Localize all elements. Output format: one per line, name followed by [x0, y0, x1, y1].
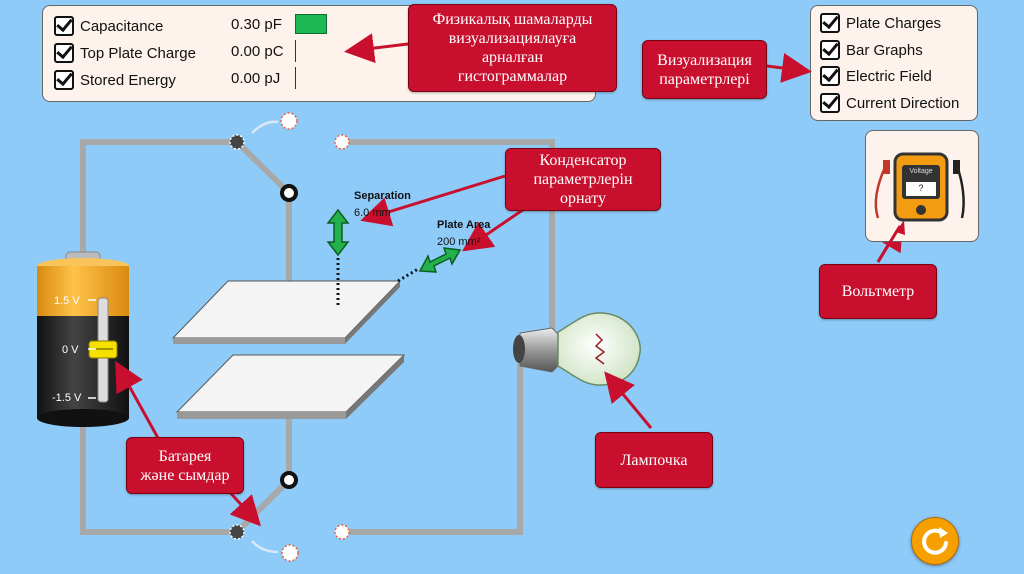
electric-field-option[interactable]: Electric Field — [820, 66, 932, 86]
switch-contact-bottom — [280, 471, 298, 489]
battery-label-mid: 0 V — [62, 344, 79, 356]
top-plate-charge-row[interactable]: Top Plate Charge — [54, 43, 196, 63]
checkbox-icon[interactable] — [820, 93, 840, 113]
bar-graphs-option[interactable]: Bar Graphs — [820, 40, 923, 60]
separation-arrow-icon[interactable] — [326, 208, 350, 257]
voltmeter-reading: ? — [918, 183, 924, 193]
top-plate — [171, 280, 402, 344]
voltmeter-toolbox[interactable] — [865, 130, 979, 242]
stored-energy-bar — [295, 67, 296, 89]
plate-area-arrow-icon[interactable] — [418, 247, 462, 273]
top-plate-charge-bar — [295, 40, 296, 62]
voltmeter-callout: Вольтметр — [819, 264, 937, 319]
bulb-callout: Лампочка — [595, 432, 713, 488]
stored-energy-value: 0.00 pJ — [231, 70, 281, 87]
separation-value: 6.0 mm — [354, 207, 391, 219]
reset-icon — [922, 527, 948, 555]
battery-label-bottom: -1.5 V — [52, 392, 82, 404]
capacitance-value: 0.30 pF — [231, 16, 282, 33]
capacitance-label: Capacitance — [80, 17, 164, 35]
current-direction-option[interactable]: Current Direction — [820, 93, 959, 113]
plate-area-label: Plate Area — [437, 219, 491, 231]
battery-label-top: 1.5 V — [54, 295, 80, 307]
plate-area-value: 200 mm² — [437, 236, 481, 248]
top-plate-charge-value: 0.00 pC — [231, 43, 284, 60]
checkbox-icon[interactable] — [820, 13, 840, 33]
plate-charges-option[interactable]: Plate Charges — [820, 13, 941, 33]
light-bulb — [513, 312, 641, 386]
checkbox-icon[interactable] — [54, 43, 74, 63]
plate-area-dotted-line — [397, 267, 419, 283]
bottom-plate — [175, 354, 406, 419]
switch-toggle-arrow-bottom — [251, 540, 279, 554]
reset-button[interactable] — [911, 517, 959, 565]
capacitance-bar — [295, 14, 327, 34]
visualization-callout: Визуализация параметрлері — [642, 40, 767, 99]
switch-contact-top — [280, 184, 298, 202]
checkbox-icon[interactable] — [820, 66, 840, 86]
separation-label: Separation — [354, 190, 411, 202]
switch-pivot-top — [229, 134, 245, 150]
top-plate-charge-label: Top Plate Charge — [80, 44, 196, 62]
stored-energy-label: Stored Energy — [80, 71, 176, 89]
checkbox-icon[interactable] — [54, 70, 74, 90]
battery-callout: Батарея және сымдар — [126, 437, 244, 494]
voltmeter-title: Voltage — [909, 168, 933, 175]
capacitance-row[interactable]: Capacitance — [54, 16, 163, 36]
capacitor-callout: Конденсатор параметрлерін орнату — [505, 148, 661, 211]
switch-target-top — [280, 112, 298, 130]
checkbox-icon[interactable] — [820, 40, 840, 60]
wire-end-top-right — [334, 134, 350, 150]
battery — [37, 251, 129, 427]
switch-toggle-arrow-top — [251, 120, 279, 134]
stored-energy-row[interactable]: Stored Energy — [54, 70, 176, 90]
wire-end-bottom-right — [334, 524, 350, 540]
switch-target-bottom — [281, 544, 299, 562]
checkbox-icon[interactable] — [54, 16, 74, 36]
bar-graphs-callout: Физикалық шамаларды визуализациялауға ар… — [408, 4, 617, 92]
